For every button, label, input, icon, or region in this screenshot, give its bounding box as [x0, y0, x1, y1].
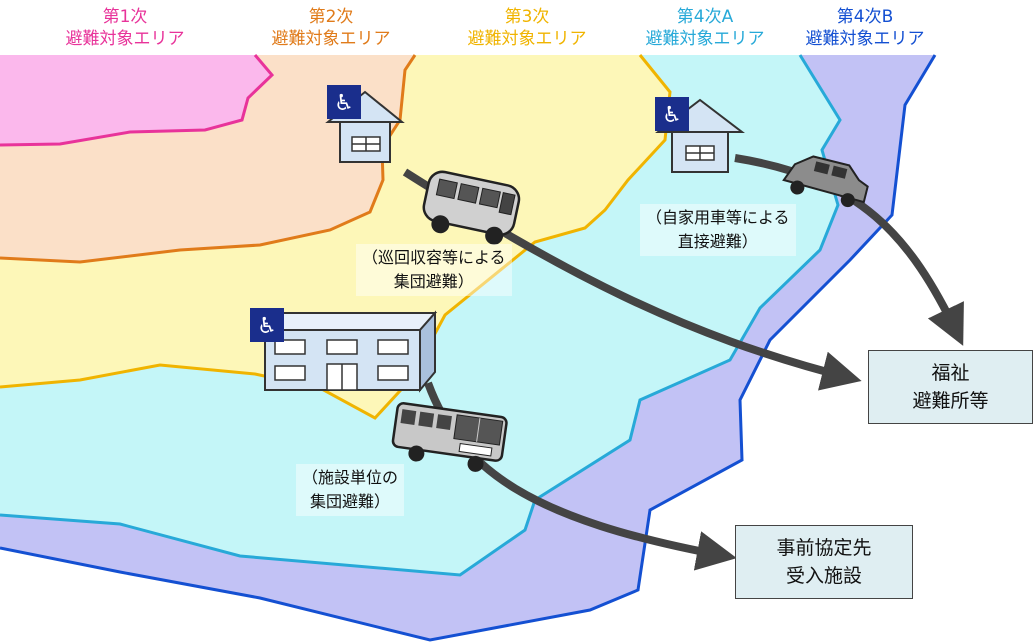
zone-4b-title: 第4次B: [836, 7, 894, 27]
building-icon: [262, 310, 438, 393]
welfare-shelter-line2: 避難所等: [912, 390, 989, 412]
zone-2-title: 第2次: [308, 7, 354, 27]
welfare-shelter-line1: 福祉: [931, 362, 970, 384]
wheelchair-icon: ♿: [327, 85, 361, 119]
patrol-caption-line2: 集団避難）: [393, 272, 474, 291]
arrow-private-to-welfare-shelter: [734, 154, 964, 346]
partner-facility-line2: 受入施設: [785, 565, 862, 587]
car-icon: [782, 155, 869, 208]
partner-facility-box: 事前協定先 受入施設: [735, 525, 913, 599]
facility-evacuation-caption: （施設単位の 集団避難）: [296, 464, 405, 516]
private-caption-line2: 直接避難）: [677, 232, 758, 251]
patrol-caption-line1: （巡回収容等による: [362, 248, 506, 267]
svg-text:♿: ♿: [334, 91, 354, 116]
zone-4b-header: 第4次B 避難対象エリア: [780, 6, 950, 50]
zone-1-subtitle: 避難対象エリア: [65, 29, 185, 49]
bus-icon: [391, 402, 508, 472]
zone-1-title: 第1次: [102, 7, 148, 27]
zone-3-subtitle: 避難対象エリア: [467, 29, 587, 49]
zone-1-area: [0, 55, 272, 145]
welfare-shelter-box: 福祉 避難所等: [868, 350, 1033, 424]
zone-1-boundary: [0, 54, 275, 147]
zone-3-header: 第3次 避難対象エリア: [442, 6, 612, 50]
minibus-icon: [422, 170, 521, 245]
facility-caption-line2: 集団避難）: [310, 492, 391, 511]
facility-caption-line1: （施設単位の: [302, 468, 399, 487]
patrol-evacuation-caption: （巡回収容等による 集団避難）: [356, 244, 512, 296]
zone-2-subtitle: 避難対象エリア: [271, 29, 391, 49]
zone-4a-title: 第4次A: [676, 7, 734, 27]
zone-3-title: 第3次: [504, 7, 550, 27]
private-car-evacuation-caption: （自家用車等による 直接避難）: [640, 204, 796, 256]
zone-2-boundary: [0, 54, 417, 264]
zone-4a-header: 第4次A 避難対象エリア: [620, 6, 790, 50]
zone-4b-subtitle: 避難対象エリア: [805, 29, 925, 49]
zone-1-header: 第1次 避難対象エリア: [40, 6, 210, 50]
private-caption-line1: （自家用車等による: [646, 208, 790, 227]
zone-3-boundary: [0, 54, 672, 420]
partner-facility-line1: 事前協定先: [776, 537, 872, 559]
svg-text:♿: ♿: [662, 103, 682, 128]
wheelchair-icon: ♿: [655, 97, 689, 131]
zone-2-header: 第2次 避難対象エリア: [246, 6, 416, 50]
wheelchair-icon: ♿: [250, 308, 284, 342]
zone-4a-subtitle: 避難対象エリア: [645, 29, 765, 49]
svg-text:♿: ♿: [257, 314, 277, 339]
